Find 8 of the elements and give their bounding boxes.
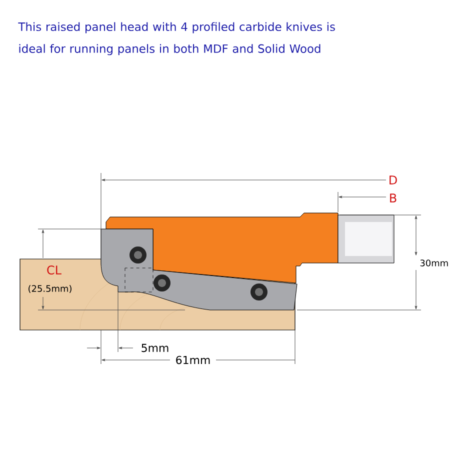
dimension-label: B <box>390 194 396 202</box>
title-text: This raised panel head with 4 profiled carbide knives is ideal for running panels in both MDF and Solid Wood <box>18 22 335 56</box>
dimension-label: (25.5mm) <box>28 285 72 293</box>
dimension-label: 30mm <box>420 260 448 266</box>
dimension-label: CL <box>47 265 62 275</box>
dimension-label: 61mm <box>176 356 210 364</box>
dimension-label: 5mm <box>142 344 168 352</box>
dimension-label: D <box>390 176 397 184</box>
